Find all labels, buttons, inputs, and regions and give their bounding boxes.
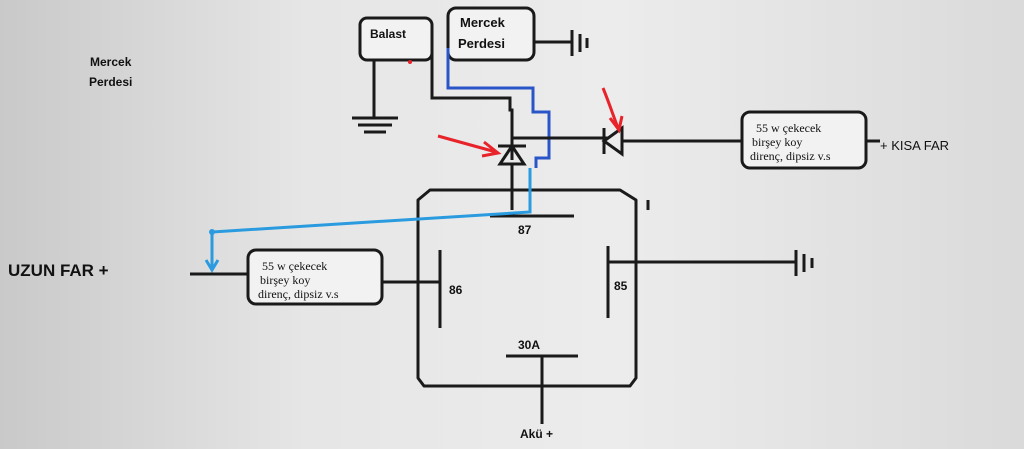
pin-87-label: 87 <box>518 223 532 237</box>
mercek-perdesi-box: Mercek Perdesi <box>446 6 589 62</box>
resistor-left-line2: birşey koy <box>260 273 310 287</box>
ground-symbol-icon <box>570 30 589 56</box>
red-arrow-icon <box>437 87 624 158</box>
ground-symbol-icon <box>352 116 398 134</box>
pin-30a-label: 30A <box>518 338 540 352</box>
resistor-left-line3: direnç, dipsiz v.s <box>258 287 339 301</box>
aku-label: Akü + <box>520 427 553 441</box>
resistor-right-line2: birşey koy <box>752 135 802 149</box>
pin-85-label: 85 <box>614 279 628 293</box>
resistor-left-line1: 55 w çekecek <box>262 259 327 273</box>
mercek-box-line2: Perdesi <box>458 36 505 51</box>
diode-right-icon <box>601 125 742 157</box>
pin-86-label: 86 <box>449 283 463 297</box>
resistor-right-box: 55 w çekecek birşey koy direnç, dipsiz v… <box>740 110 880 170</box>
resistor-right-line1: 55 w çekecek <box>756 121 821 135</box>
kisa-far-label: + KISA FAR <box>880 138 949 153</box>
note-perdesi: Perdesi <box>89 75 132 89</box>
resistor-right-line3: direnç, dipsiz v.s <box>750 149 831 163</box>
uzun-far-label: UZUN FAR + <box>8 261 109 280</box>
ground-symbol-icon <box>794 250 814 276</box>
resistor-left-box: 55 w çekecek birşey koy direnç, dipsiz v… <box>190 248 440 306</box>
diode-left-icon <box>497 143 527 210</box>
balast-label: Balast <box>370 27 406 41</box>
note-mercek: Mercek <box>90 55 132 69</box>
mercek-box-line1: Mercek <box>460 15 506 30</box>
relay-body <box>416 188 796 424</box>
balast-box: Balast <box>352 16 434 134</box>
